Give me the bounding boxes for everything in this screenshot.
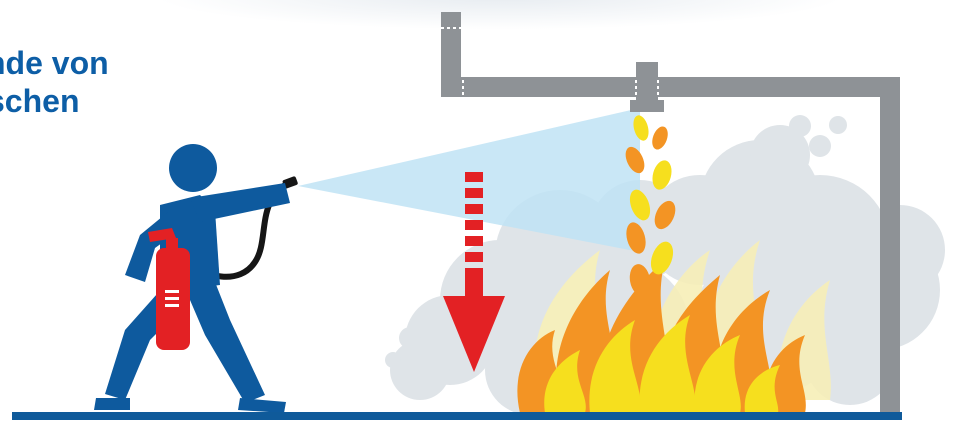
firefighter-icon bbox=[94, 144, 290, 413]
floor-line bbox=[12, 412, 902, 420]
sprinkler-head-icon bbox=[630, 100, 664, 112]
